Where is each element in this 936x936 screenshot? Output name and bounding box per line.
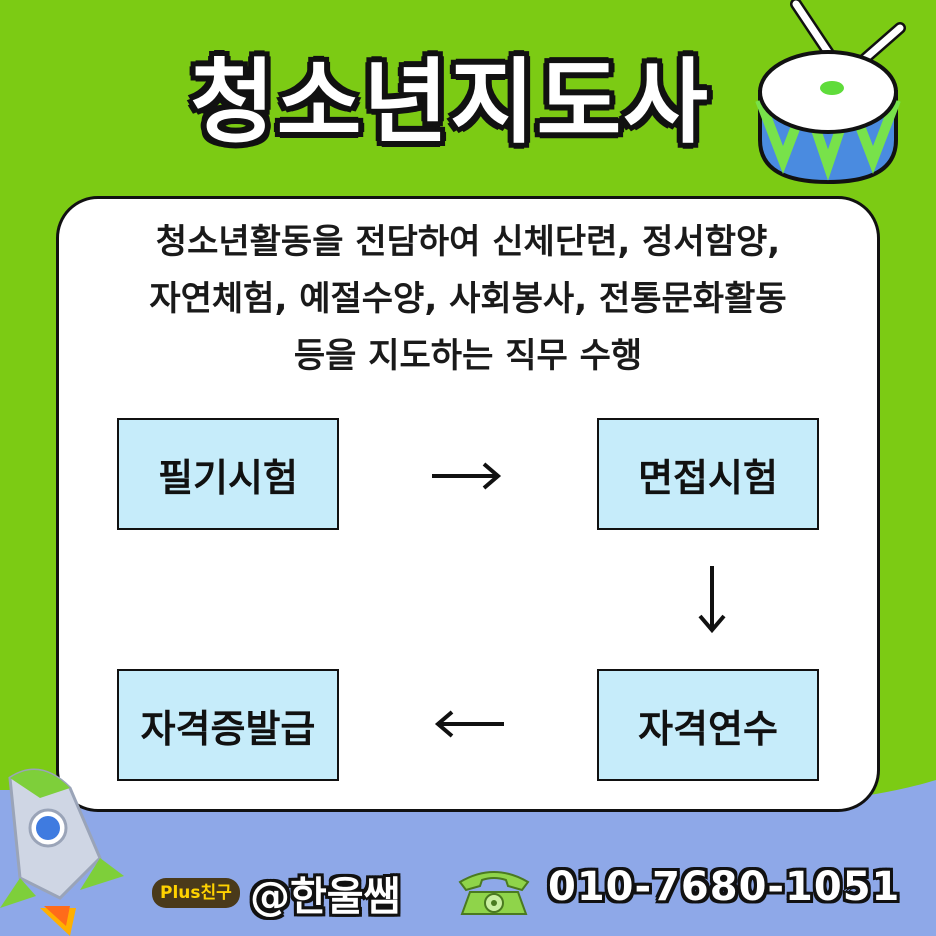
phone-number: 010-7680-1051 — [548, 864, 901, 910]
drum-icon — [755, 0, 906, 185]
step-interview: 면접시험 — [597, 418, 819, 530]
arrow-right-icon — [432, 462, 502, 490]
rocket-icon — [0, 768, 124, 936]
description-line: 등을 지도하는 직무 수행 — [293, 336, 643, 376]
step-written-exam: 필기시험 — [117, 418, 339, 530]
account-handle: @한울쌤 — [250, 874, 401, 920]
step-training: 자격연수 — [597, 669, 819, 781]
step-certificate: 자격증발급 — [117, 669, 339, 781]
telephone-icon — [458, 871, 530, 915]
plus-friend-badge: Plus친구 — [152, 878, 240, 908]
description-line: 자연체험, 예절수양, 사회봉사, 전통문화활동 — [149, 279, 787, 319]
description-line: 청소년활동을 전담하여 신체단련, 정서함양, — [155, 222, 781, 262]
page-title: 청소년지도사 — [190, 49, 710, 156]
arrow-left-icon — [434, 710, 504, 738]
description: 청소년활동을 전담하여 신체단련, 정서함양, 자연체험, 예절수양, 사회봉사… — [80, 214, 856, 385]
arrow-down-icon — [698, 566, 726, 634]
